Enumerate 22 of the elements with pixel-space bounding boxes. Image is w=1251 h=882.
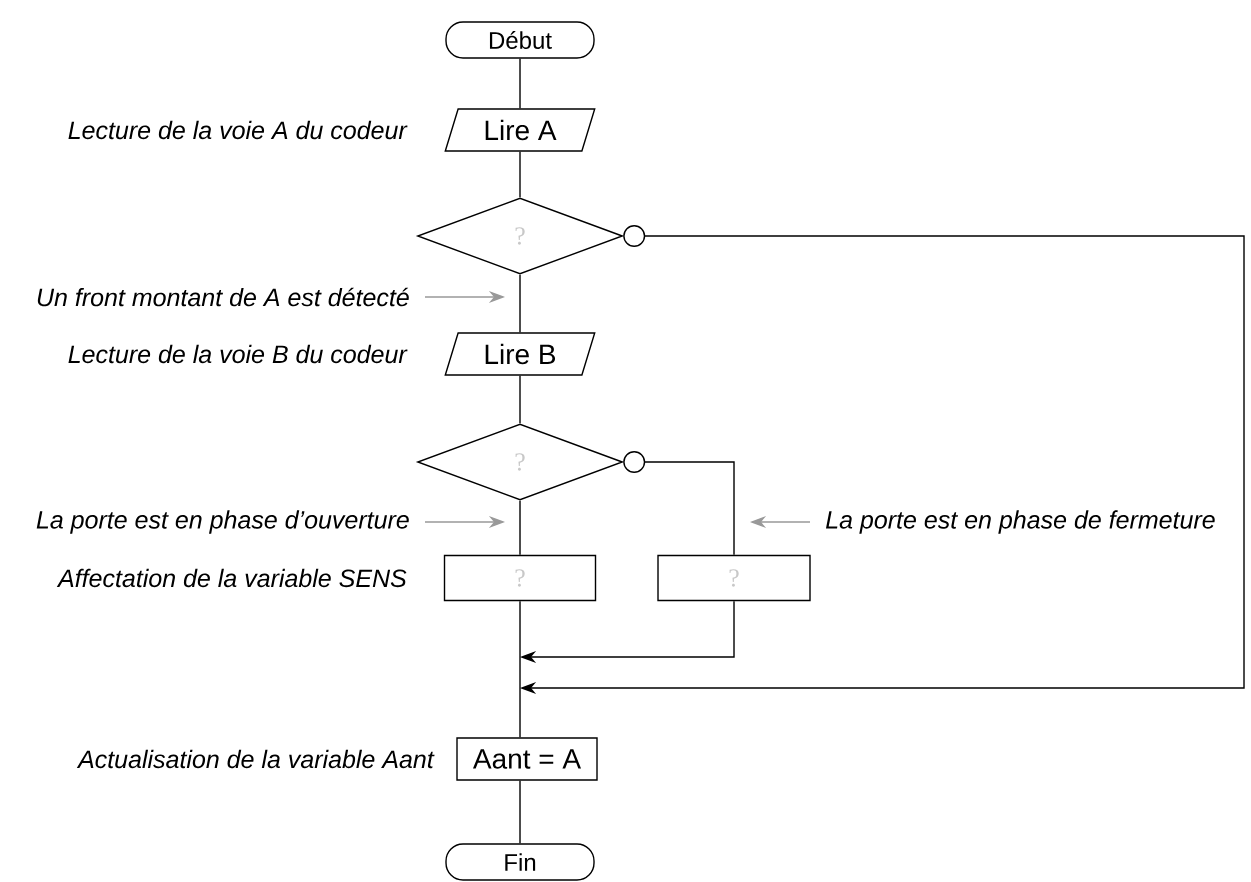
annotation-text: Lecture de la voie B du codeur (68, 344, 408, 364)
annotation-text: Actualisation de la variable Aant (76, 749, 435, 769)
flow-line (519, 58, 521, 109)
flow-line (519, 780, 521, 844)
process-box: Aant = A (456, 737, 598, 781)
terminal-box: Début (445, 21, 595, 59)
process-box: ? (443, 554, 597, 602)
annotation-text: Lecture de la voie A du codeur (68, 120, 408, 140)
annotation-text: La porte est en phase de fermeture (822, 507, 1219, 537)
io-parallelogram: Lire A (444, 108, 596, 152)
annotation-text: La porte est en phase d’ouverture (36, 510, 409, 534)
flow-line (519, 274, 521, 333)
terminal-box: Fin (445, 843, 595, 881)
flow-line (623, 451, 735, 556)
flow-line (519, 151, 521, 198)
annotation-text: Un front montant de A est détecté (37, 287, 409, 307)
flow-line (519, 500, 521, 556)
io-parallelogram: Lire B (444, 332, 596, 376)
flow-line (519, 600, 521, 738)
annotation-text: Affectation de la variable SENS (56, 568, 407, 588)
flow-line (519, 375, 521, 424)
process-box: ? (657, 554, 811, 602)
